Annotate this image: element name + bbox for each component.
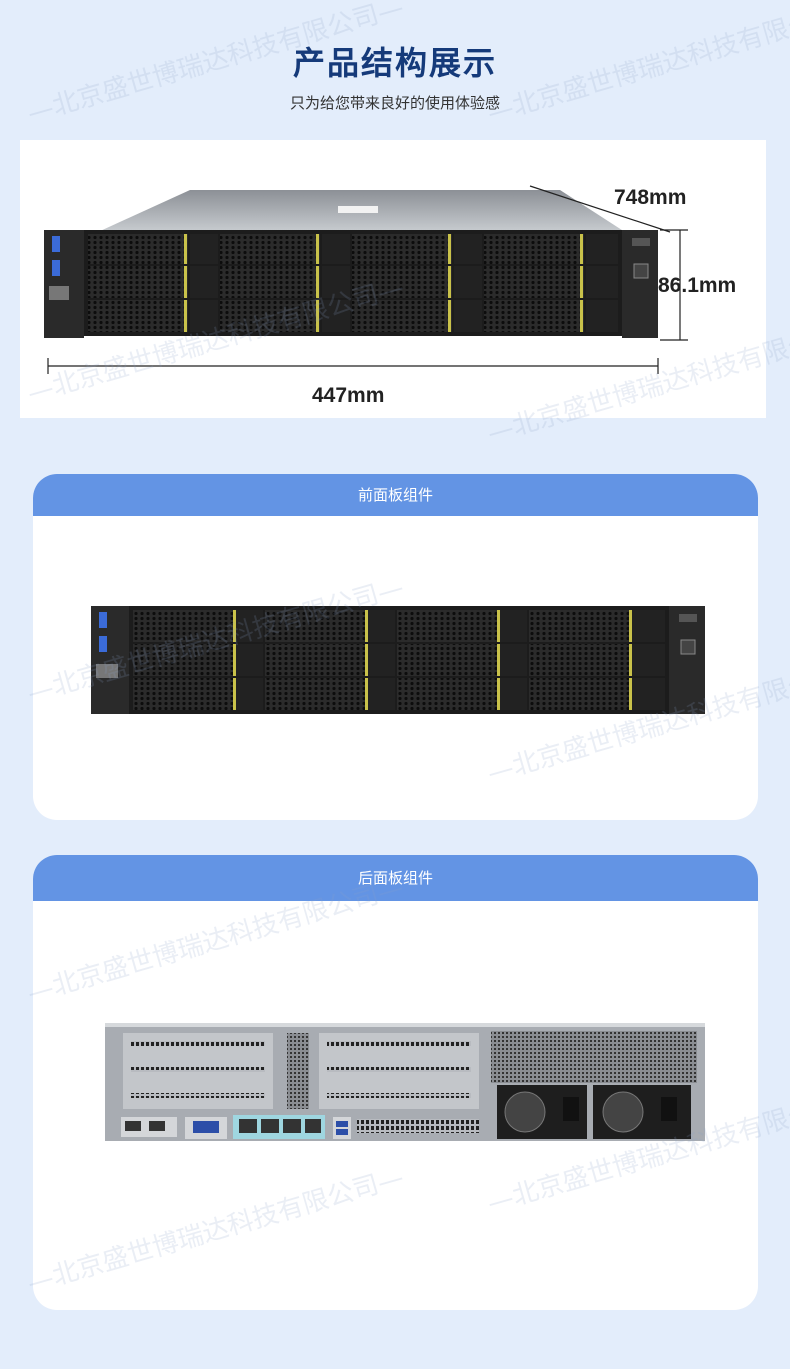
server-iso-image bbox=[44, 185, 688, 374]
rear-panel-card: 后面板组件 bbox=[33, 855, 758, 1310]
front-panel-card: 前面板组件 bbox=[33, 474, 758, 820]
server-rear-image bbox=[105, 1023, 705, 1141]
dimension-arrow-icon bbox=[47, 185, 688, 374]
page-title: 产品结构展示 bbox=[292, 44, 497, 82]
width-dimension: 447mm bbox=[312, 384, 385, 407]
height-dimension: 86.1mm bbox=[658, 274, 737, 297]
front-panel-header: 前面板组件 bbox=[33, 474, 758, 516]
server-front-image bbox=[91, 606, 705, 714]
page-subtitle: 只为给您带来良好的使用体验感 bbox=[289, 94, 500, 112]
rear-panel-header: 后面板组件 bbox=[33, 855, 758, 901]
dimension-panel: 748mm 86.1mm 447mm bbox=[20, 140, 766, 418]
depth-dimension: 748mm bbox=[614, 186, 687, 209]
